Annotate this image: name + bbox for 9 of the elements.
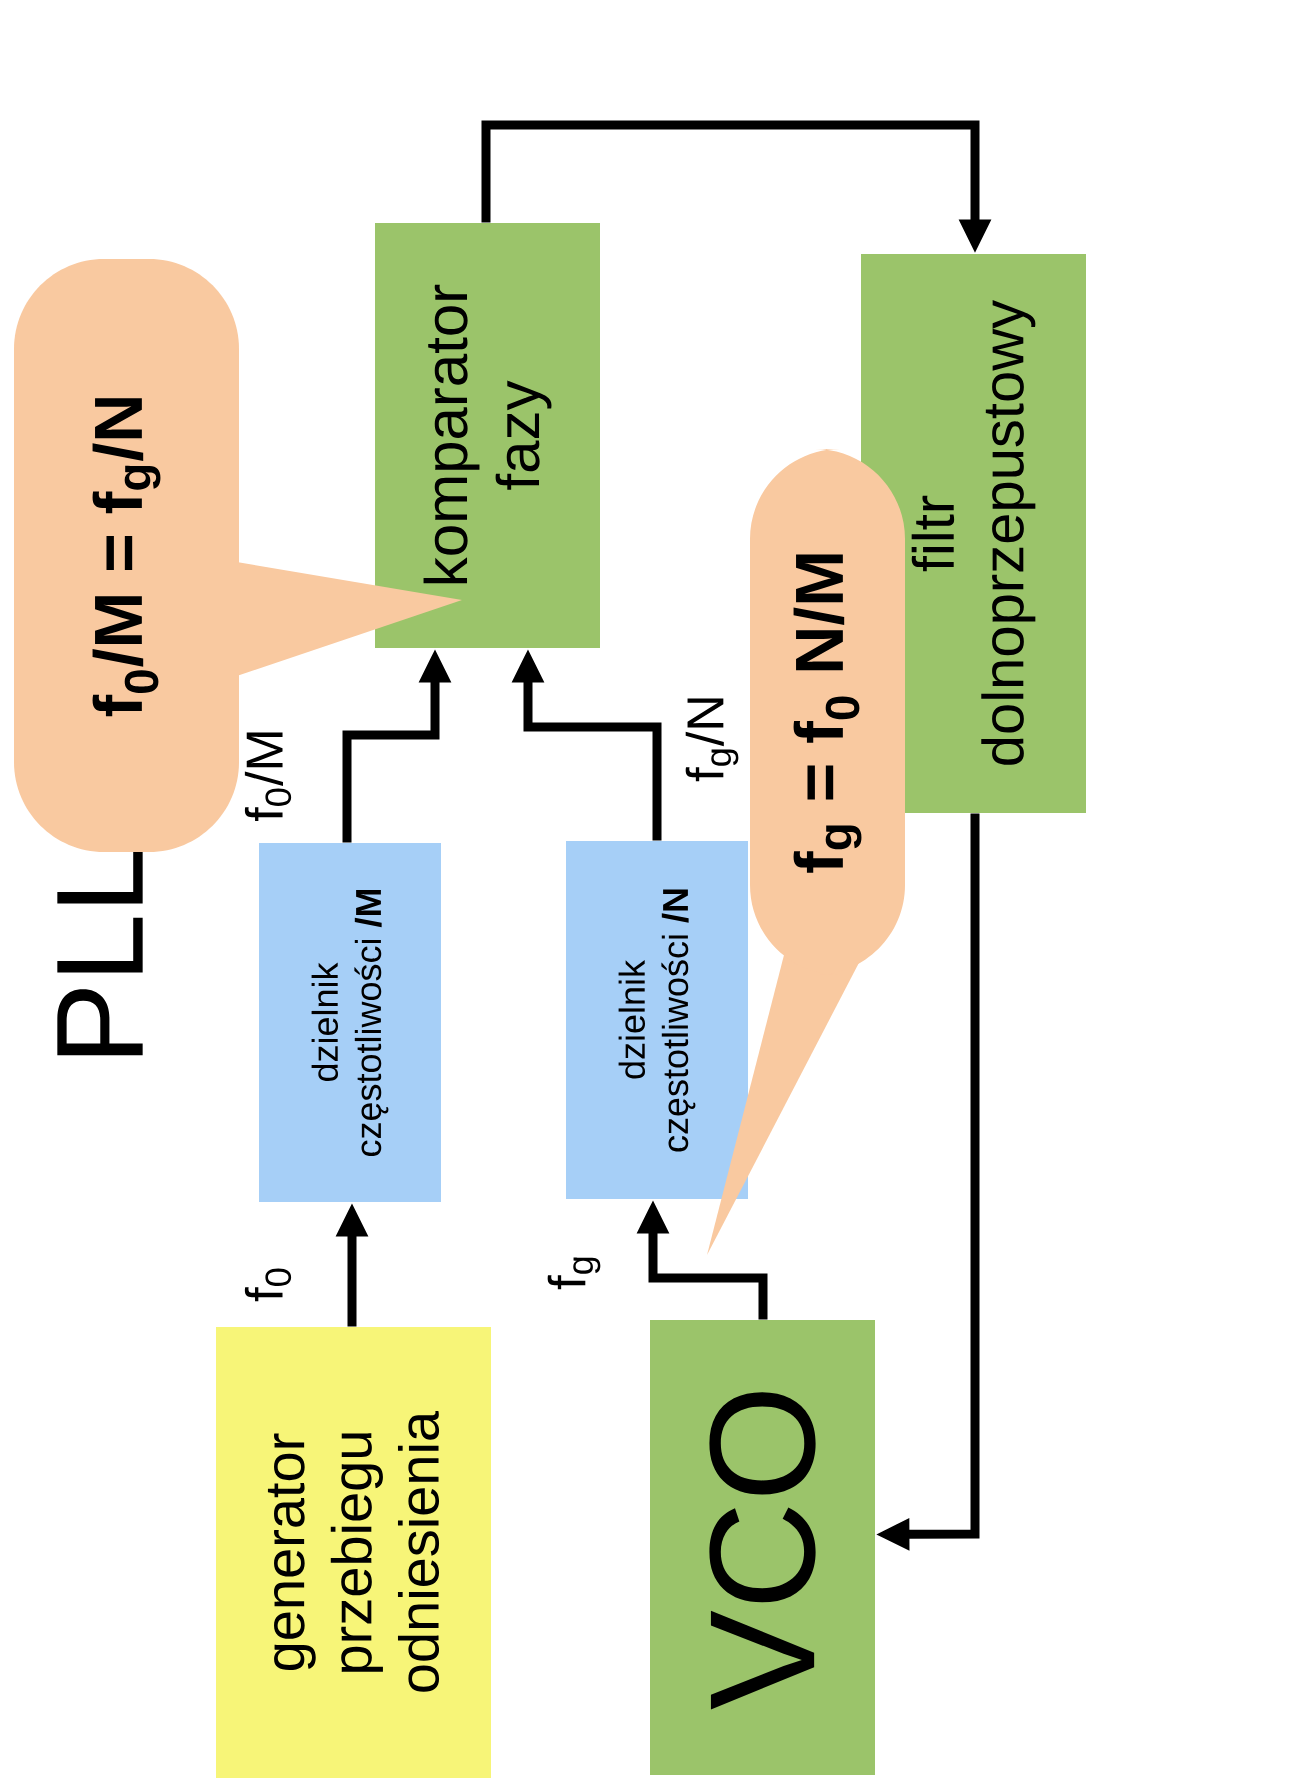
process-box: komparator fazy [375, 223, 600, 648]
signal-label: f$_{g}$/N [685, 698, 739, 782]
signal-label: f$_{g}$ [547, 1257, 601, 1290]
process-box: dzielnik częstotliwości /N [566, 841, 748, 1199]
process-box: dzielnik częstotliwości /M [259, 843, 441, 1202]
signal-label: f$_{0}$ [244, 1268, 292, 1302]
process-box: generator przebiegu odniesienia [216, 1327, 491, 1778]
process-box: VCO [650, 1320, 875, 1775]
signal-label: f$_{0}$/M [244, 732, 292, 821]
